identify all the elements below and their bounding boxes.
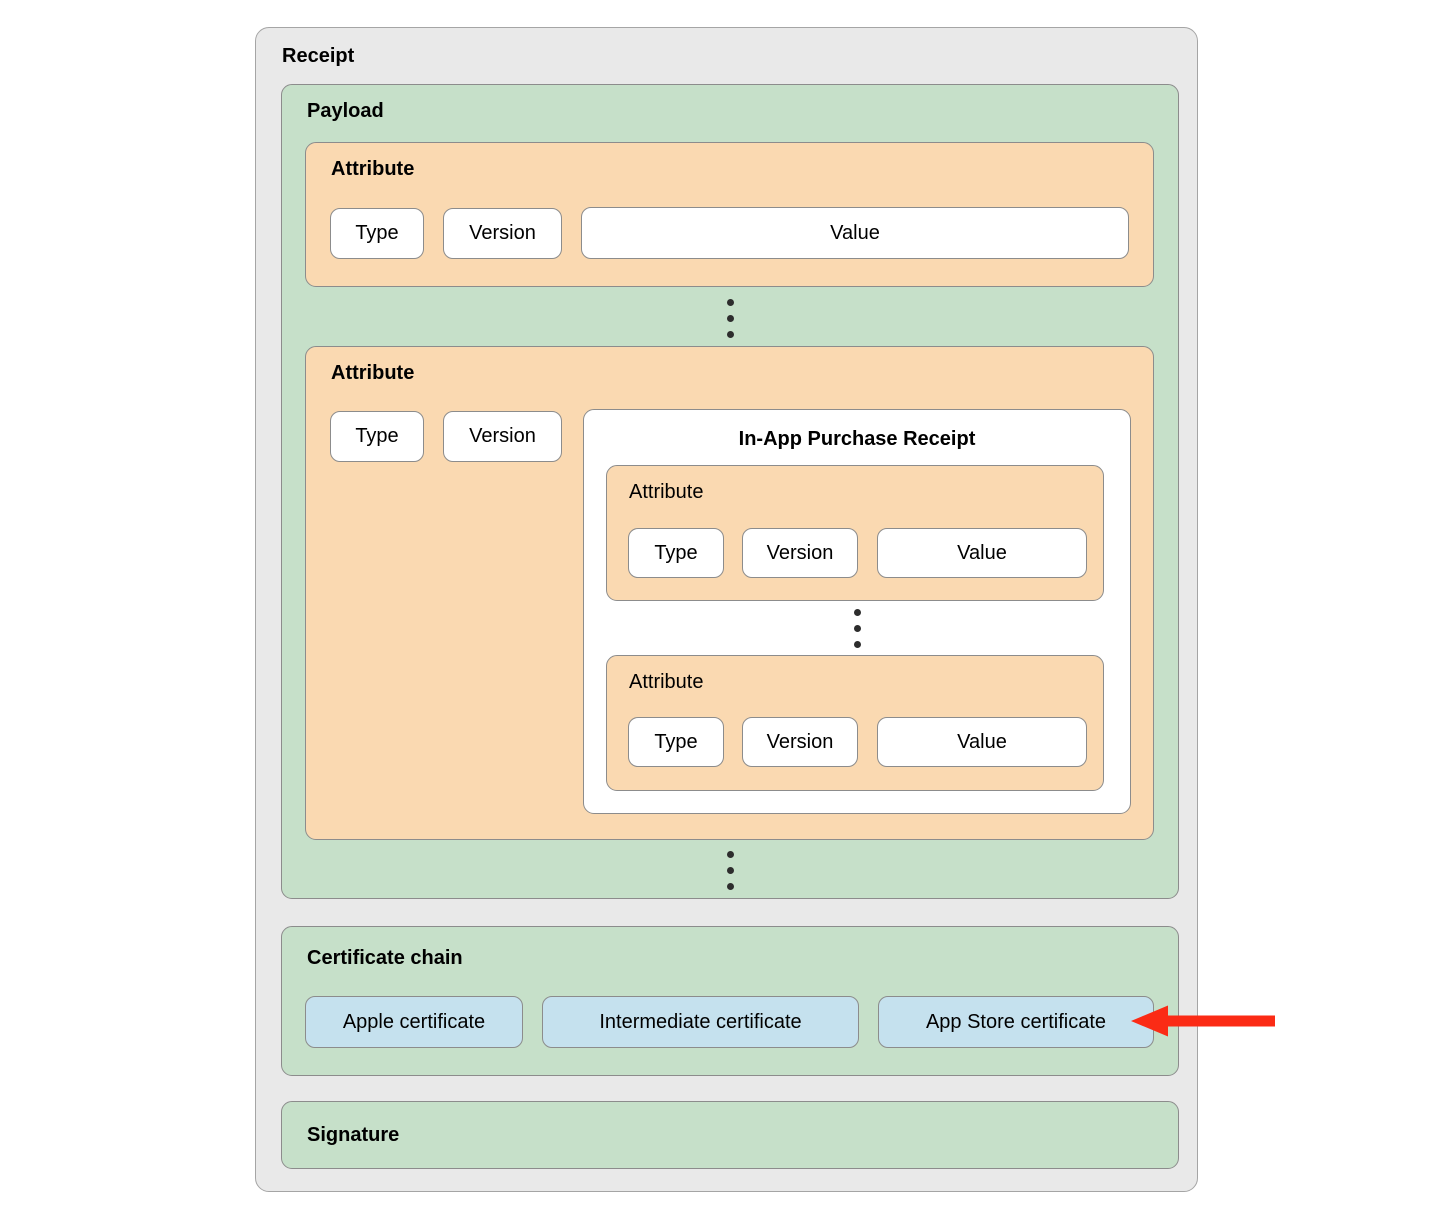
version-field: Version (742, 717, 858, 767)
attribute-label: Attribute (331, 158, 415, 180)
version-field: Version (443, 411, 562, 462)
apple-certificate-box: Apple certificate (305, 996, 523, 1048)
signature-container: Signature (281, 1101, 1179, 1169)
receipt-container: Receipt Payload Attribute Type Version V… (255, 27, 1198, 1192)
ellipsis-dot (853, 641, 861, 648)
payload-container: Payload Attribute Type Version Value Att… (281, 84, 1179, 899)
in-app-purchase-receipt-container: In-App Purchase Receipt Attribute Type V… (583, 409, 1131, 814)
certificate-chain-container: Certificate chain Apple certificate Inte… (281, 926, 1179, 1076)
version-field: Version (742, 528, 858, 578)
certificate-chain-label: Certificate chain (307, 947, 463, 969)
in-app-purchase-receipt-title: In-App Purchase Receipt (738, 428, 976, 450)
ellipsis-dot (853, 609, 861, 616)
attribute-label: Attribute (629, 481, 704, 503)
vertical-ellipsis (584, 609, 1130, 648)
ellipsis-dot (726, 867, 734, 874)
attribute-block: Attribute Type Version Value (606, 465, 1104, 601)
type-field: Type (628, 717, 724, 767)
red-arrow-shape (1131, 1005, 1275, 1037)
ellipsis-dot (853, 625, 861, 632)
attribute-block: Attribute Type Version In-App Purchase R… (305, 346, 1154, 840)
receipt-label: Receipt (282, 45, 355, 67)
red-arrow-pointer (1131, 1005, 1275, 1037)
attribute-label: Attribute (629, 671, 704, 693)
ellipsis-dot (726, 315, 734, 322)
ellipsis-dot (726, 331, 734, 338)
value-field: Value (877, 717, 1087, 767)
vertical-ellipsis (282, 851, 1178, 890)
ellipsis-dot (726, 883, 734, 890)
type-field: Type (628, 528, 724, 578)
signature-label: Signature (307, 1123, 400, 1146)
attribute-block: Attribute Type Version Value (305, 142, 1154, 287)
intermediate-certificate-box: Intermediate certificate (542, 996, 859, 1048)
type-field: Type (330, 208, 424, 259)
vertical-ellipsis (282, 299, 1178, 338)
type-field: Type (330, 411, 424, 462)
payload-label: Payload (307, 100, 384, 122)
value-field: Value (877, 528, 1087, 578)
version-field: Version (443, 208, 562, 259)
attribute-label: Attribute (331, 362, 415, 384)
value-field: Value (581, 207, 1129, 259)
ellipsis-dot (726, 851, 734, 858)
attribute-block: Attribute Type Version Value (606, 655, 1104, 791)
ellipsis-dot (726, 299, 734, 306)
app-store-certificate-box: App Store certificate (878, 996, 1154, 1048)
